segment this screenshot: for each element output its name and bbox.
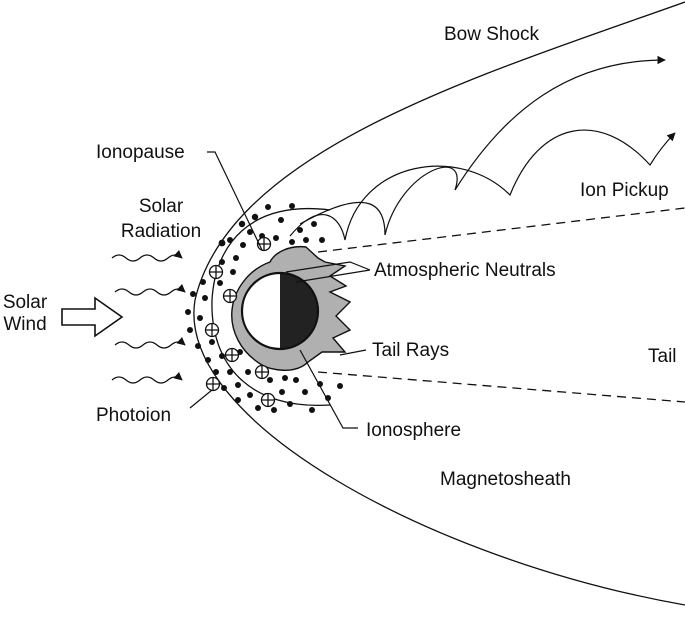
photoion-leader: [189, 389, 213, 409]
magnetosheath-label: Magnetosheath: [440, 469, 571, 490]
ionopause-leader: [207, 151, 263, 251]
ion: [222, 288, 238, 304]
ion: [224, 347, 240, 363]
ionopause-label: Ionopause: [96, 142, 185, 163]
planet-night-side: [280, 273, 318, 349]
planet-day-side: [242, 273, 280, 349]
neutral-particles: [185, 203, 343, 413]
solar-radiation-label: Solar Radiation: [116, 196, 206, 243]
tail-boundary-lower: [317, 371, 685, 403]
tail-rays-label: Tail Rays: [372, 340, 450, 361]
tail-label: Tail: [648, 346, 677, 367]
bow-shock-label: Bow Shock: [444, 24, 540, 45]
ion: [254, 364, 270, 380]
ionosphere-label: Ionosphere: [366, 420, 462, 441]
ionosphere-leader: [299, 349, 358, 429]
solar-radiation-wave: [114, 336, 186, 349]
ion: [204, 322, 220, 338]
planet: [240, 271, 320, 351]
solar-wind-label: Solar Wind: [0, 292, 50, 336]
bow-shock-curve: [193, 1, 685, 606]
solar-radiation-label-line1: Solar: [138, 196, 184, 217]
solar-radiation-wave: [114, 283, 186, 296]
solar-radiation-label-line2: Radiation: [120, 221, 202, 242]
solar-radiation-wave: [111, 249, 183, 262]
solar-radiation-arrows: [111, 249, 186, 384]
tail-boundary-upper: [317, 207, 685, 253]
solar-wind-arrow: [61, 296, 124, 338]
ion: [208, 264, 224, 280]
photoion-label: Photoion: [96, 405, 172, 426]
atmospheric-neutrals-leader-2: [295, 269, 371, 283]
ion-pickup-trajectory-lower: [289, 129, 676, 241]
ion-pickup-label: Ion Pickup: [580, 180, 669, 201]
leader-lines: [189, 151, 371, 429]
tail-rays-leader: [339, 349, 367, 356]
ion: [260, 392, 276, 408]
solar-wind-label-line1: Solar: [2, 292, 48, 313]
atmospheric-neutrals-label: Atmospheric Neutrals: [374, 260, 556, 281]
solar-radiation-wave: [111, 371, 183, 384]
solar-wind-label-line2: Wind: [3, 314, 47, 335]
ion-pickup-trajectory-upper: [299, 55, 666, 236]
atmospheric-neutrals-leader-1: [285, 261, 371, 273]
ion: [205, 376, 221, 392]
